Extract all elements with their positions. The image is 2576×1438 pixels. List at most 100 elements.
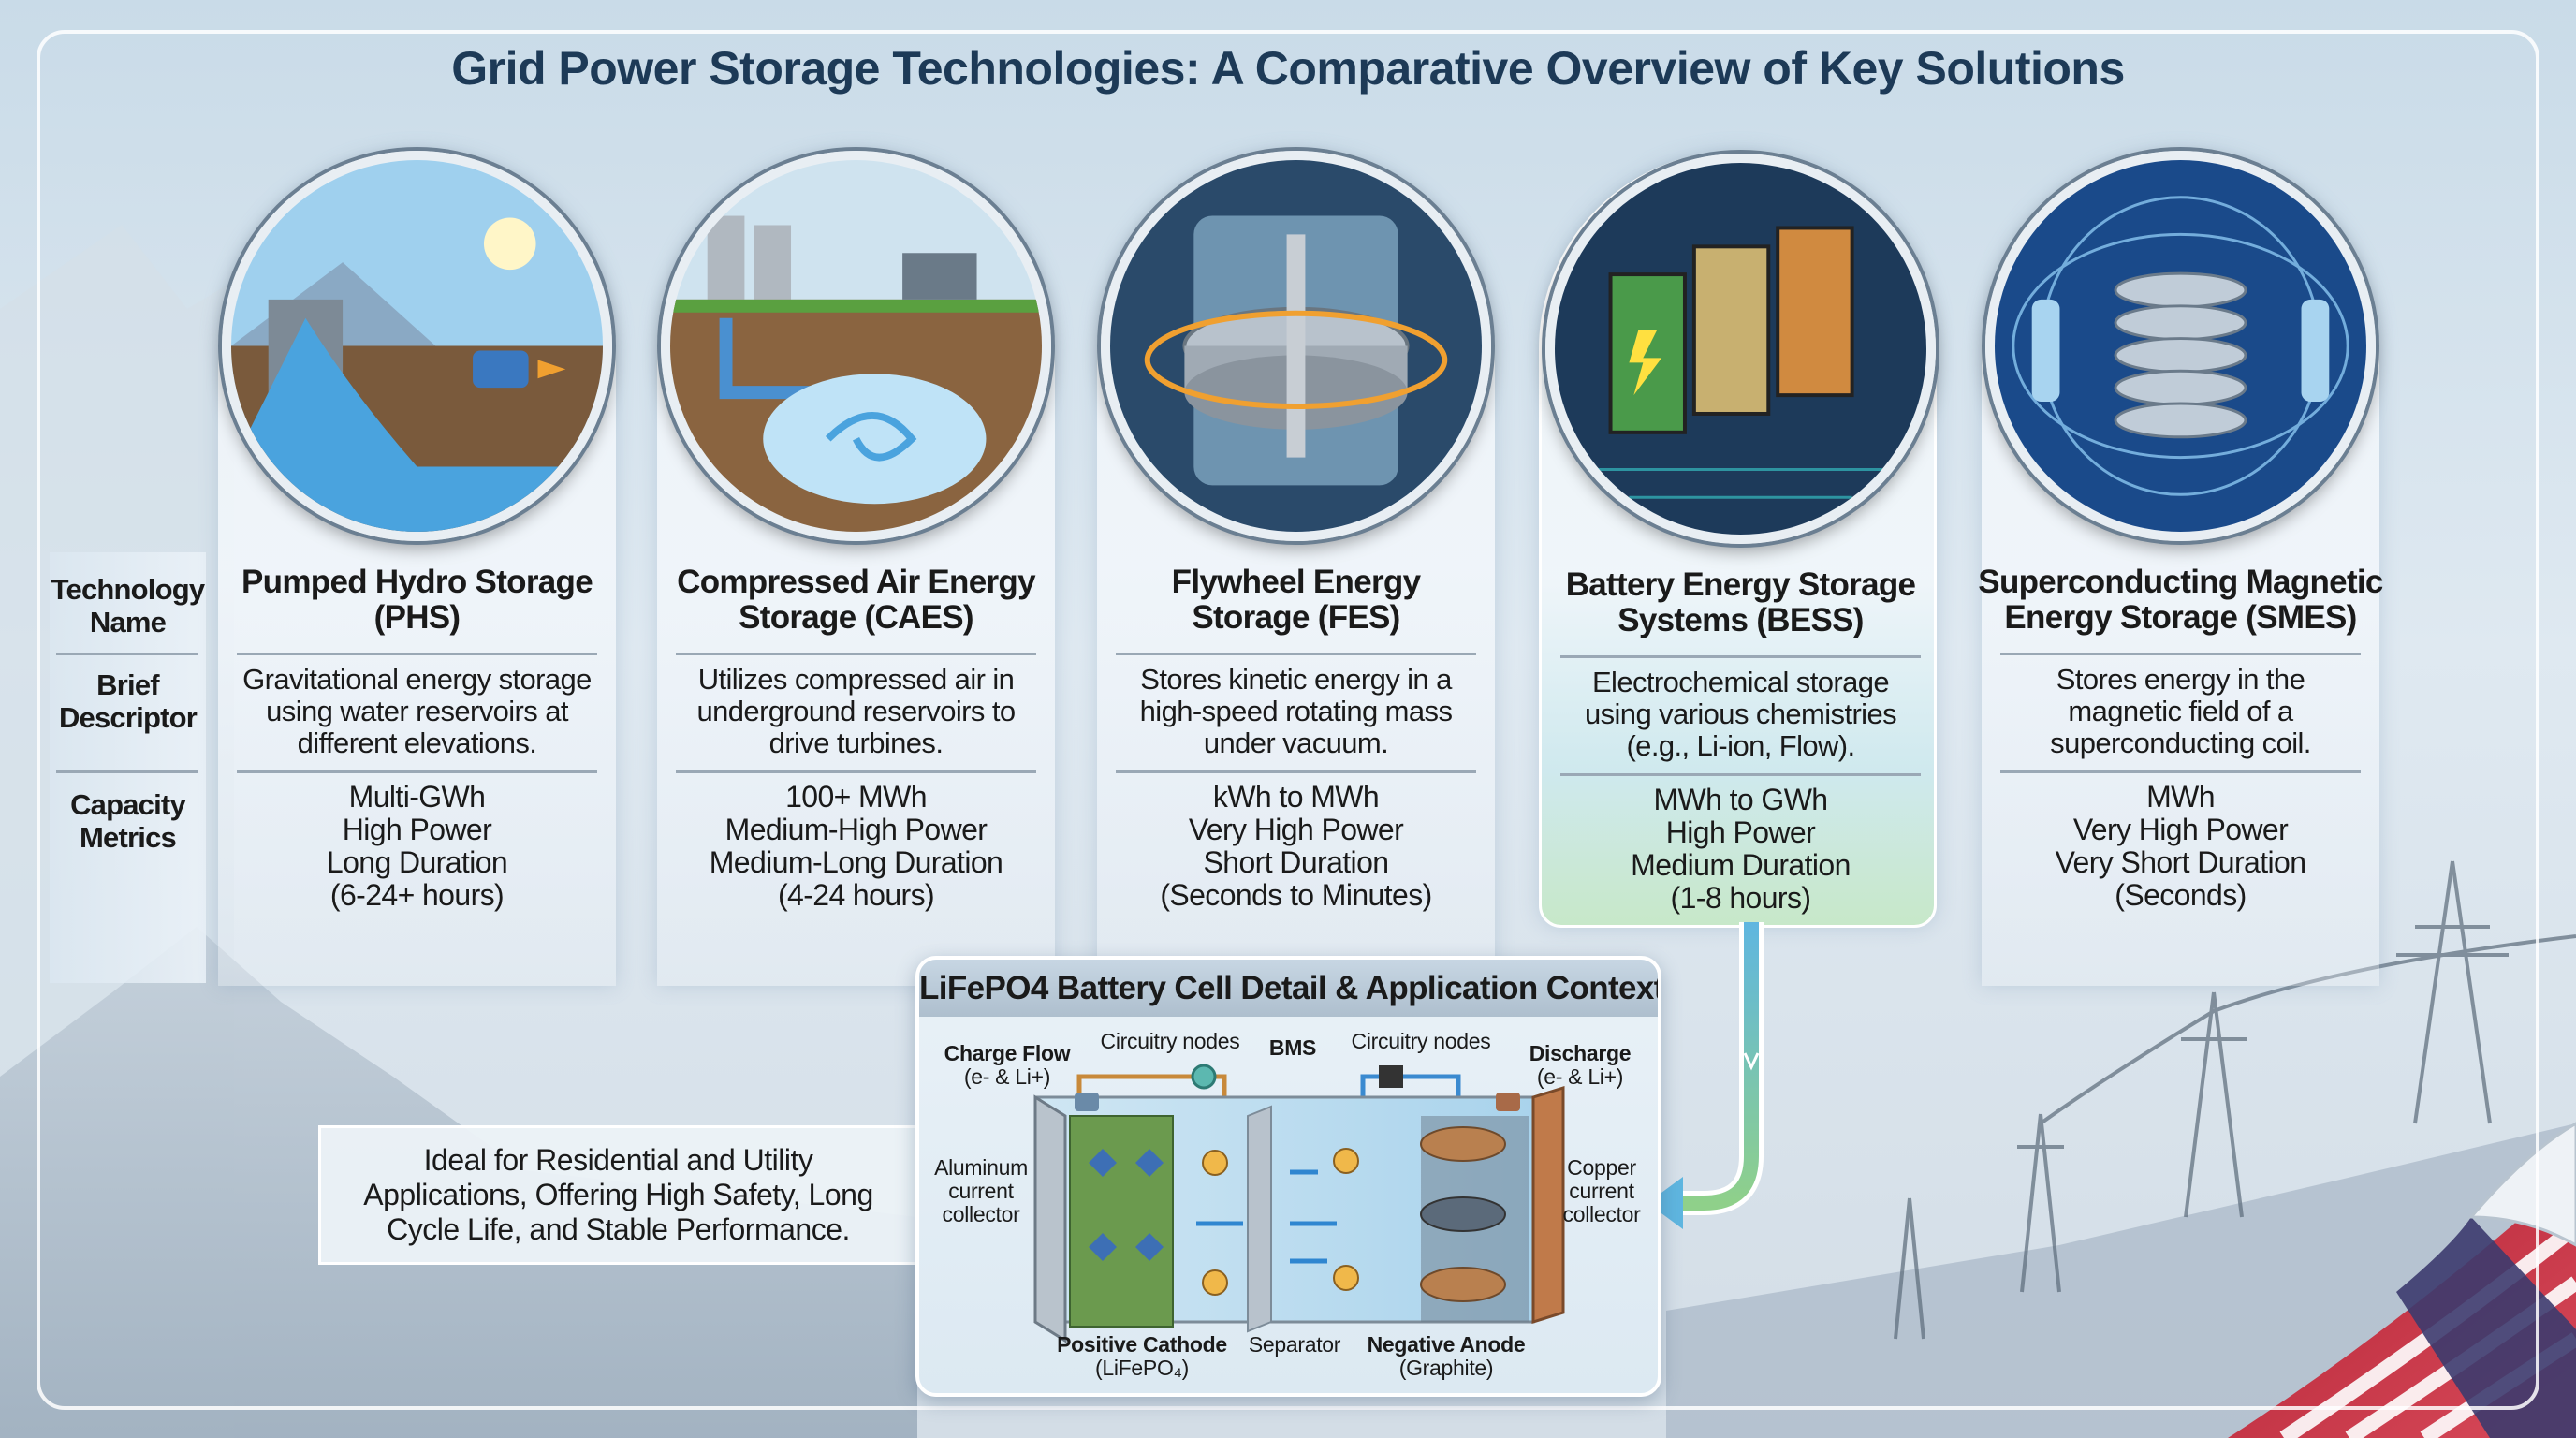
descriptor-line: superconducting coil. <box>2050 726 2311 759</box>
metric-line: MWh <box>2146 780 2215 814</box>
label-circuitry-nodes-left: Circuitry nodes <box>1100 1029 1240 1053</box>
metric-line: High Power <box>342 813 492 846</box>
row-divider <box>1560 773 1921 776</box>
technology-card: Pumped Hydro Storage(PHS) Gravitational e… <box>218 151 616 986</box>
label-discharge: Discharge(e- & Li+) <box>1529 1041 1632 1089</box>
aluminum-collector <box>1033 1094 1067 1343</box>
row-label-line: Descriptor <box>58 701 198 734</box>
descriptor-line: using water reservoirs at <box>266 695 568 727</box>
separator-membrane <box>1247 1105 1272 1333</box>
row-divider <box>2000 770 2361 773</box>
descriptor-line: high-speed rotating mass <box>1139 695 1453 727</box>
name-line: Systems (BESS) <box>1617 602 1864 638</box>
metric-line: Medium-Long Duration <box>709 845 1003 879</box>
row-divider <box>56 653 198 655</box>
descriptor-line: Stores energy in the <box>2056 663 2305 696</box>
name-line: Pumped Hydro Storage <box>242 564 593 600</box>
battery-detail-title: LiFePO4 Battery Cell Detail & Applicatio… <box>919 960 1658 1017</box>
metric-line: kWh to MWh <box>1212 780 1380 814</box>
metric-line: (Seconds to Minutes) <box>1160 878 1432 912</box>
label-positive-cathode: Positive Cathode(LiFePO₄) <box>1057 1332 1227 1380</box>
descriptor-line: using various chemistries <box>1584 697 1897 730</box>
row-label-line: Metrics <box>80 821 177 854</box>
metric-line: (Seconds) <box>2115 878 2247 912</box>
compressed-air-cavern-icon <box>661 151 1051 541</box>
negative-terminal-icon <box>1496 1093 1520 1111</box>
descriptor-line: (e.g., Li-ion, Flow). <box>1626 729 1855 762</box>
page-title: Grid Power Storage Technologies: A Compa… <box>451 42 2125 95</box>
flywheel-icon <box>1101 151 1491 541</box>
descriptor-line: Electrochemical storage <box>1591 666 1890 698</box>
row-label-line: Technology <box>51 573 205 606</box>
context-line: Applications, Offering High Safety, Long <box>363 1178 873 1211</box>
metric-line: Long Duration <box>326 845 508 879</box>
descriptor-line: magnetic field of a <box>2068 695 2293 727</box>
metric-line: (6-24+ hours) <box>329 878 505 912</box>
label-separator: Separator <box>1248 1332 1341 1357</box>
technology-name: Pumped Hydro Storage(PHS) <box>199 565 635 636</box>
row-divider <box>1560 655 1921 658</box>
row-divider <box>1116 653 1476 655</box>
lithium-ion-markers <box>1202 1148 1359 1296</box>
descriptor-line: under vacuum. <box>1203 726 1389 759</box>
descriptor-line: Gravitational energy storage <box>242 663 592 696</box>
row-divider <box>237 770 597 773</box>
label-bms: BMS <box>1268 1035 1317 1060</box>
lifepo4-cell-diagram <box>1033 1064 1565 1343</box>
connector-arrow <box>1647 922 1764 1229</box>
metric-line: MWh to GWh <box>1653 783 1828 816</box>
descriptor-line: underground reservoirs to <box>696 695 1017 727</box>
descriptor-line: Utilizes compressed air in <box>697 663 1015 696</box>
context-line: Ideal for Residential and Utility <box>423 1143 813 1177</box>
name-line: Storage (CAES) <box>739 599 973 636</box>
row-label-line: Capacity <box>70 788 186 821</box>
metric-line: (1-8 hours) <box>1670 881 1812 915</box>
metric-line: Very Short Duration <box>2055 845 2306 879</box>
descriptor-line: drive turbines. <box>768 726 944 759</box>
name-line: Battery Energy Storage <box>1565 566 1916 603</box>
row-divider <box>237 653 597 655</box>
metric-line: Very High Power <box>1188 813 1404 846</box>
name-line: (PHS) <box>373 599 461 636</box>
bms-chip-icon <box>1379 1065 1403 1088</box>
metric-line: (4-24 hours) <box>777 878 935 912</box>
descriptor-line: different elevations. <box>297 726 537 759</box>
row-label-line: Brief <box>96 668 159 701</box>
metric-line: 100+ MWh <box>785 780 927 814</box>
row-label-column <box>50 552 206 983</box>
name-line: Superconducting Magnetic <box>1978 564 2383 600</box>
ion-flow-arrows <box>1196 1169 1337 1264</box>
row-divider <box>1116 770 1476 773</box>
row-divider <box>56 770 198 773</box>
descriptor-line: Stores kinetic energy in a <box>1140 663 1452 696</box>
circuit-node-icon <box>1191 1064 1217 1090</box>
superconducting-coil-icon <box>1985 151 2376 541</box>
metric-line: Very High Power <box>2072 813 2289 846</box>
metric-line: Medium-High Power <box>724 813 988 846</box>
name-line: Flywheel Energy <box>1171 564 1421 600</box>
hydro-dam-icon <box>222 151 612 541</box>
anode-graphite-layers <box>1420 1126 1506 1302</box>
positive-terminal-icon <box>1075 1093 1099 1111</box>
metric-line: High Power <box>1665 815 1816 849</box>
context-line: Cycle Life, and Stable Performance. <box>387 1212 850 1246</box>
